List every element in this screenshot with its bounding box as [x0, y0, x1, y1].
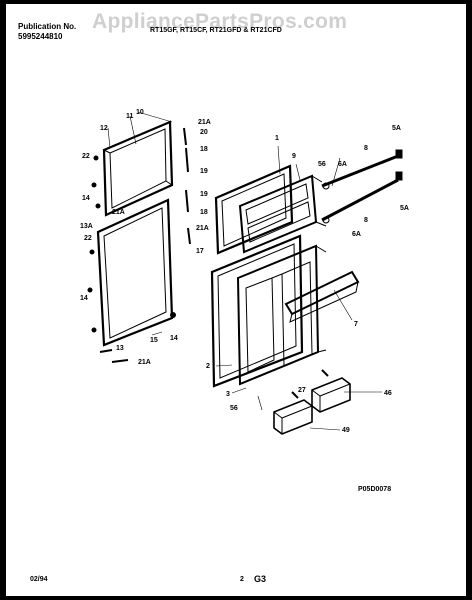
callout-5a-lower: 5A [400, 205, 409, 212]
callout-49: 49 [342, 427, 350, 434]
callout-18-lower: 18 [200, 209, 208, 216]
callout-27: 27 [298, 387, 306, 394]
watermark: AppliancePartsPros.com [92, 10, 348, 33]
callout-10: 10 [136, 109, 144, 116]
callout-7: 7 [354, 321, 358, 328]
leader-lines [107, 111, 382, 431]
publication-label: Publication No. [18, 22, 77, 31]
callout-14-left: 14 [80, 295, 88, 302]
callout-19-upper: 19 [200, 168, 208, 175]
callout-19-lower: 19 [200, 191, 208, 198]
callout-13: 13 [116, 345, 124, 352]
callout-56-upper: 56 [318, 161, 326, 168]
callout-5a-upper: 5A [392, 125, 401, 132]
callout-21a-bottom: 21A [138, 359, 151, 366]
callout-8-upper: 8 [364, 145, 368, 152]
freezer-door-gasket [91, 120, 174, 217]
callout-11: 11 [126, 113, 134, 120]
callout-2: 2 [206, 363, 210, 370]
callout-3: 3 [226, 391, 230, 398]
callout-9: 9 [292, 153, 296, 160]
publication-date: 02/94 [30, 576, 48, 583]
callout-8-lower: 8 [364, 217, 368, 224]
callout-22-lower: 22 [84, 235, 92, 242]
freezer-door-liner [238, 174, 327, 254]
fresh-food-door-gasket [87, 198, 174, 347]
callout-6a-lower: 6A [352, 231, 361, 238]
fresh-food-door-liner [236, 244, 327, 386]
freezer-door-panel [214, 164, 294, 255]
shelf-rods [321, 149, 403, 224]
callout-21a-upper: 21A [112, 209, 125, 216]
hinge-pins [99, 127, 191, 363]
callout-12: 12 [100, 125, 108, 132]
callout-13a: 13A [80, 223, 93, 230]
callout-14-upper: 14 [82, 195, 90, 202]
door-shelf-bar [284, 270, 360, 323]
publication-number: 5995244810 [18, 32, 63, 41]
diagram-sheet [6, 4, 466, 596]
fresh-food-door-panel [210, 234, 304, 388]
callout-17: 17 [196, 248, 204, 255]
section-code: G3 [254, 574, 267, 584]
callout-15: 15 [150, 337, 158, 344]
door-bins [273, 369, 351, 435]
callouts: 10 11 12 22 14 21A 13A 22 14 15 14 13 21… [80, 109, 409, 434]
callout-22-upper: 22 [82, 153, 90, 160]
page-number: 2 [240, 576, 244, 583]
callout-20: 20 [200, 129, 208, 136]
callout-14-right: 14 [170, 335, 178, 342]
callout-6a-upper: 6A [338, 161, 347, 168]
callout-21a-mid: 21A [196, 225, 209, 232]
callout-21a-top: 21A [198, 119, 211, 126]
callout-1: 1 [275, 135, 279, 142]
model-list: RT15GF, RT15CF, RT21GFD & RT21CFD [150, 27, 282, 34]
diagram-code: P05D0078 [358, 486, 392, 493]
callout-46: 46 [384, 390, 392, 397]
callout-18-upper: 18 [200, 146, 208, 153]
callout-56-lower: 56 [230, 405, 238, 412]
